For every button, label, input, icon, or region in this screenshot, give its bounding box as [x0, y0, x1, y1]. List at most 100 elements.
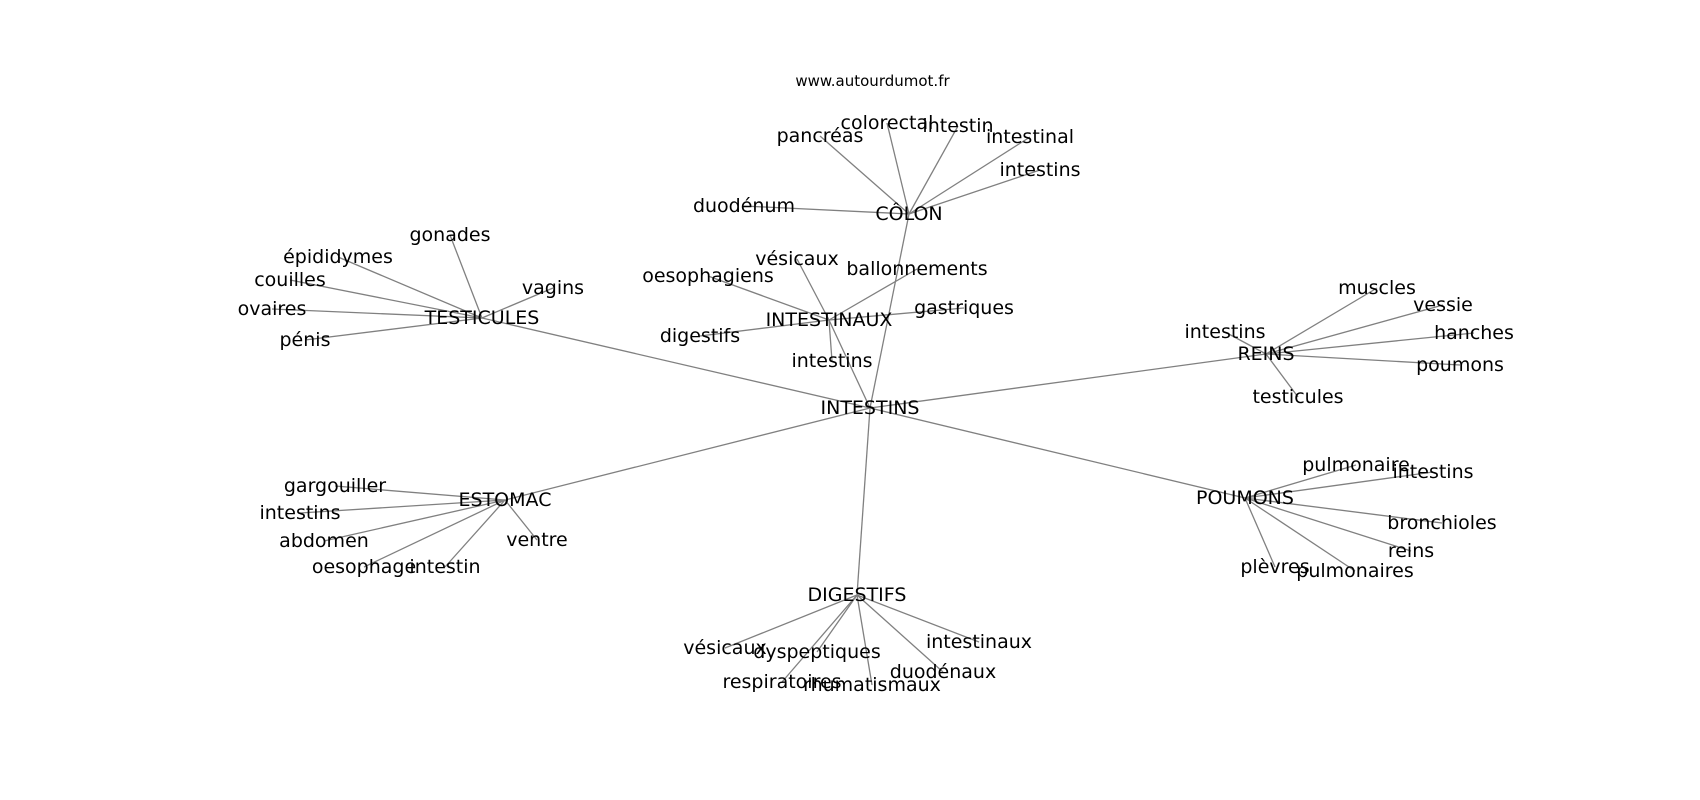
leaf-node-label: poumons	[1416, 354, 1504, 376]
leaf-node-label: ventre	[506, 529, 568, 551]
leaf-node-label: hanches	[1434, 322, 1514, 344]
labels-layer: INTESTINSCÔLONpancréascolorectalintestin…	[238, 112, 1514, 696]
edge-hub-to-leaf	[449, 234, 483, 319]
edge-center-to-hub	[828, 319, 871, 409]
leaf-node-label: vagins	[522, 277, 584, 299]
edge-hub-to-leaf	[337, 256, 483, 319]
leaf-node-label: vésicaux	[683, 637, 767, 659]
edge-hub-to-leaf	[1244, 471, 1434, 499]
edge-hub-to-leaf	[816, 594, 858, 653]
edge-hub-to-leaf	[819, 135, 910, 215]
edge-hub-to-leaf	[1265, 332, 1475, 355]
edge-hub-to-leaf	[1265, 353, 1299, 398]
leaf-node-label: testicules	[1252, 386, 1343, 408]
edge-hub-to-leaf	[908, 136, 1031, 215]
leaf-node-label: intestins	[259, 502, 340, 524]
edge-hub-to-leaf	[707, 275, 830, 321]
center-node-label: INTESTINS	[821, 397, 920, 419]
hub-node-label: REINS	[1237, 343, 1294, 365]
edge-hub-to-leaf	[743, 205, 910, 215]
leaf-node-label: pancréas	[777, 125, 864, 147]
leaf-node-label: couilles	[254, 269, 326, 291]
leaf-node-label: vésicaux	[755, 248, 839, 270]
edge-hub-to-leaf	[856, 594, 980, 643]
leaf-node-label: ovaires	[238, 298, 307, 320]
leaf-node-label: pénis	[280, 329, 331, 351]
edge-center-to-hub	[869, 407, 1246, 499]
edge-hub-to-leaf	[1224, 331, 1267, 355]
edge-center-to-hub	[481, 317, 871, 409]
leaf-node-label: intestin	[922, 115, 993, 137]
edge-hub-to-leaf	[304, 317, 483, 341]
leaf-node-label: gastriques	[914, 297, 1014, 319]
site-credit: www.autourdumot.fr	[795, 72, 950, 90]
leaf-node-label: muscles	[1338, 277, 1416, 299]
leaf-node-label: pulmonaires	[1296, 560, 1413, 582]
leaf-node-label: plèvres	[1240, 556, 1309, 578]
edge-hub-to-leaf	[828, 307, 965, 321]
hub-node-label: DIGESTIFS	[808, 584, 907, 606]
leaf-node-label: épididymes	[283, 246, 393, 268]
edge-hub-to-leaf	[908, 125, 959, 215]
edge-hub-to-leaf	[828, 319, 833, 362]
leaf-node-label: reins	[1388, 540, 1434, 562]
leaf-node-label: gargouiller	[284, 475, 386, 497]
edge-hub-to-leaf	[1265, 304, 1444, 355]
leaf-node-label: intestins	[1184, 321, 1265, 343]
leaf-node-label: oesophagiens	[642, 265, 774, 287]
edge-hub-to-leaf	[271, 308, 483, 319]
edge-hub-to-leaf	[724, 594, 858, 649]
leaf-node-label: bronchioles	[1387, 512, 1496, 534]
hub-node-label: POUMONS	[1196, 487, 1294, 509]
edge-hub-to-leaf	[856, 594, 944, 673]
leaf-node-label: rhumatismaux	[803, 674, 941, 696]
leaf-node-label: respiratoires	[722, 671, 841, 693]
hub-node-label: ESTOMAC	[459, 489, 552, 511]
leaf-node-label: intestinal	[986, 126, 1074, 148]
edge-hub-to-leaf	[504, 499, 538, 541]
leaf-node-label: digestifs	[660, 325, 740, 347]
hub-node-label: CÔLON	[875, 201, 942, 225]
leaf-node-label: intestin	[409, 556, 480, 578]
leaf-node-label: gonades	[409, 224, 490, 246]
edge-hub-to-leaf	[444, 499, 506, 568]
edge-hub-to-leaf	[1244, 497, 1443, 524]
leaf-node-label: ballonnements	[846, 258, 987, 280]
leaf-node-label: intestins	[791, 350, 872, 372]
edge-hub-to-leaf	[781, 594, 858, 683]
leaf-node-label: intestins	[999, 159, 1080, 181]
edge-hub-to-leaf	[1244, 497, 1356, 572]
edge-hub-to-leaf	[1265, 353, 1461, 366]
leaf-node-label: vessie	[1413, 294, 1473, 316]
edge-center-to-hub	[856, 407, 871, 596]
edge-hub-to-leaf	[481, 287, 554, 319]
leaf-node-label: intestinaux	[926, 631, 1032, 653]
edge-hub-to-leaf	[1265, 287, 1378, 355]
hub-node-label: INTESTINAUX	[766, 309, 893, 331]
leaf-node-label: pulmonaire	[1302, 454, 1410, 476]
leaf-node-label: duodénaux	[890, 661, 996, 683]
edge-hub-to-leaf	[1244, 464, 1357, 499]
hub-node-label: TESTICULES	[424, 307, 540, 329]
edge-hub-to-leaf	[323, 499, 506, 542]
edge-hub-to-leaf	[299, 499, 506, 514]
edge-hub-to-leaf	[828, 268, 918, 321]
edge-hub-to-leaf	[1244, 497, 1276, 568]
edge-hub-to-leaf	[908, 169, 1041, 215]
edge-center-to-hub	[504, 407, 871, 501]
edge-hub-to-leaf	[699, 319, 830, 337]
edge-hub-to-leaf	[886, 122, 910, 215]
leaf-node-label: abdomen	[279, 530, 369, 552]
edge-hub-to-leaf	[1244, 497, 1412, 552]
leaf-node-label: duodénum	[693, 195, 795, 217]
edge-center-to-hub	[869, 213, 910, 409]
edge-hub-to-leaf	[334, 485, 506, 501]
leaf-node-label: dyspeptiques	[753, 641, 880, 663]
leaf-node-label: oesophage	[312, 556, 416, 578]
leaf-node-label: intestins	[1392, 461, 1473, 483]
edge-hub-to-leaf	[856, 594, 873, 686]
leaf-node-label: colorectal	[841, 112, 934, 134]
edge-hub-to-leaf	[796, 258, 830, 321]
edges-layer	[271, 122, 1475, 686]
